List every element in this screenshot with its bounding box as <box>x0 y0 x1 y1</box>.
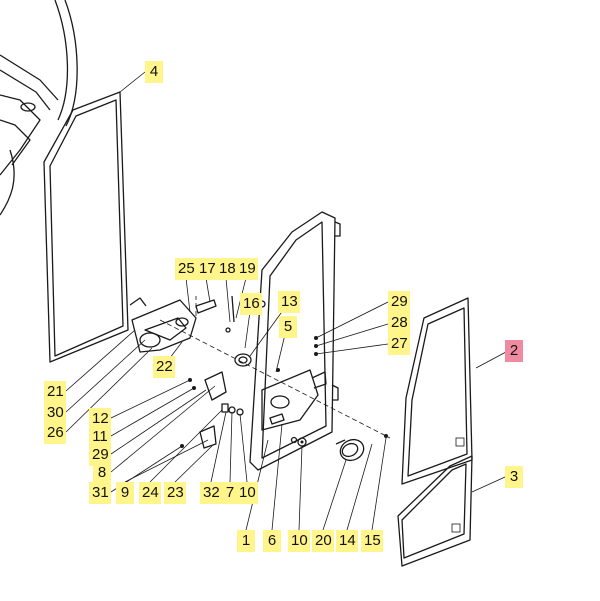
callout-2: 2 <box>505 340 523 362</box>
callout-16: 16 <box>240 293 262 315</box>
small-parts <box>180 295 388 449</box>
assembly-axis <box>159 296 391 439</box>
glass-panel-4 <box>43 91 129 363</box>
callout-14: 14 <box>336 530 358 552</box>
glass-panel-3 <box>397 455 473 567</box>
callout-20: 20 <box>312 530 334 552</box>
lock-cylinder <box>234 353 252 367</box>
glass-panel-2 <box>401 297 473 485</box>
callout-4: 4 <box>145 61 163 83</box>
callout-11: 11 <box>89 426 111 448</box>
outside-handle <box>335 438 365 462</box>
callout-31: 31 <box>89 482 111 504</box>
callout-10-b: 10 <box>288 530 310 552</box>
callout-12: 12 <box>89 408 111 430</box>
latch-assembly <box>129 297 217 353</box>
callout-13: 13 <box>278 291 300 313</box>
callout-17: 17 <box>196 258 218 280</box>
callout-19: 19 <box>236 258 258 280</box>
cab-frame <box>0 0 78 216</box>
callout-29-right: 29 <box>388 291 410 313</box>
callout-28: 28 <box>388 312 410 334</box>
callout-30: 30 <box>44 402 66 424</box>
callout-25: 25 <box>175 258 197 280</box>
callout-26: 26 <box>44 422 66 444</box>
callout-29-left: 29 <box>89 444 111 466</box>
callout-7: 7 <box>221 482 239 504</box>
callout-8: 8 <box>93 462 111 484</box>
callout-22: 22 <box>153 356 175 378</box>
door-frame <box>249 211 341 471</box>
callout-27: 27 <box>388 333 410 355</box>
callout-6: 6 <box>263 530 281 552</box>
callout-23: 23 <box>164 482 186 504</box>
callout-9: 9 <box>116 482 134 504</box>
callout-1: 1 <box>237 530 255 552</box>
callout-24: 24 <box>139 482 161 504</box>
callout-15: 15 <box>361 530 383 552</box>
callout-21: 21 <box>44 381 66 403</box>
callout-3: 3 <box>505 466 523 488</box>
callout-5: 5 <box>279 316 297 338</box>
callout-32: 32 <box>200 482 222 504</box>
callout-10-a: 10 <box>236 482 258 504</box>
callout-18: 18 <box>216 258 238 280</box>
